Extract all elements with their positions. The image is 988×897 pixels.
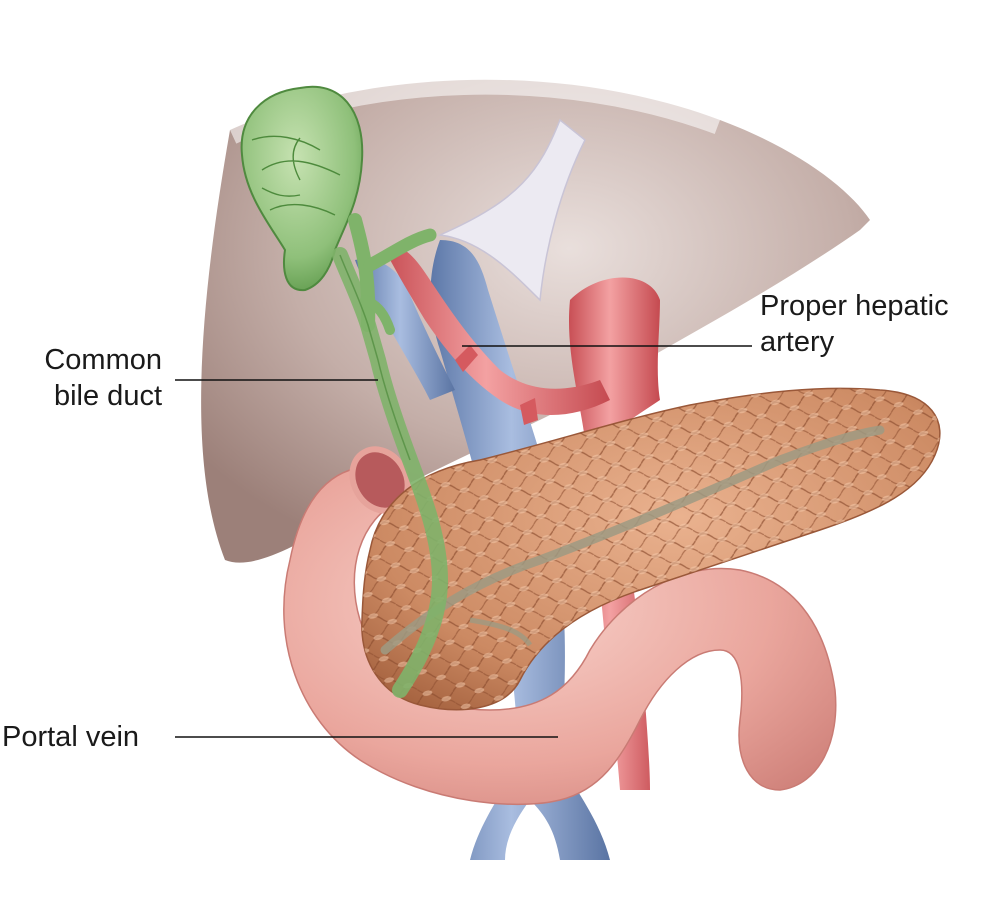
label-portal-vein-line1: Portal vein — [2, 721, 140, 753]
label-proper-hepatic-artery: Proper hepatic artery — [760, 288, 980, 360]
label-common-bile-duct-line2: bile duct — [53, 380, 162, 412]
label-proper-hepatic-artery-line2: artery — [760, 326, 835, 358]
duodenum — [283, 446, 837, 806]
common-bile-duct — [332, 213, 449, 698]
label-common-bile-duct: Common bile duct — [24, 342, 162, 414]
label-common-bile-duct-line1: Common — [44, 344, 162, 376]
label-portal-vein: Portal vein — [2, 719, 172, 755]
gallbladder — [240, 85, 364, 292]
pancreas — [361, 387, 941, 711]
pancreatic-duct — [380, 425, 885, 655]
label-proper-hepatic-artery-line1: Proper hepatic — [760, 290, 949, 322]
ligament — [437, 118, 586, 302]
